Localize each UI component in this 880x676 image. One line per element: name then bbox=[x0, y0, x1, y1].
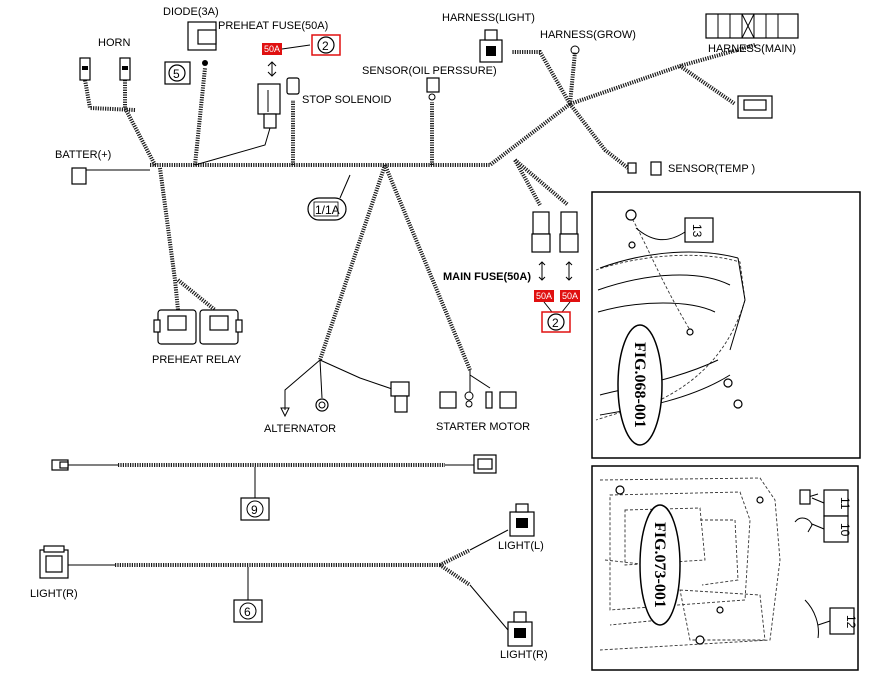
fig-073-label: FIG.073-001 bbox=[651, 522, 668, 608]
diode-callout-circle bbox=[168, 64, 186, 82]
main-harness-end-connector bbox=[737, 95, 773, 119]
sensor-oil-label: SENSOR(OIL PERSSURE) bbox=[362, 65, 497, 77]
svg-text:50A: 50A bbox=[562, 291, 578, 301]
harness-9 bbox=[51, 454, 497, 498]
main-fuse-label: MAIN FUSE(50A) bbox=[443, 271, 531, 283]
main-fuse-callout: 2 bbox=[552, 316, 559, 330]
inset-fig-073: 11 10 12 FIG.073-001 bbox=[591, 465, 859, 671]
harness-light-label: HARNESS(LIGHT) bbox=[442, 12, 535, 24]
main-harness-callout: 1/1A bbox=[307, 174, 351, 221]
inset-fig-068: 13 FIG.068-001 bbox=[591, 191, 861, 459]
sensor-temp-label: SENSOR(TEMP ) bbox=[668, 163, 755, 175]
preheat-fuse-callout: 2 bbox=[322, 39, 329, 53]
harness-main-connector bbox=[705, 13, 799, 39]
main-fuse-callout-box bbox=[541, 311, 571, 333]
battery-label: BATTER(+) bbox=[55, 149, 111, 161]
harness-6 bbox=[39, 529, 509, 631]
ref-10-callout: 10 bbox=[838, 523, 852, 537]
sensor-oil-connector bbox=[426, 77, 440, 93]
alternator-label: ALTERNATOR bbox=[264, 423, 336, 435]
horn-label: HORN bbox=[98, 37, 130, 49]
preheat-fuse-tag-text: 50A bbox=[264, 44, 280, 54]
alternator-terminals bbox=[280, 381, 410, 418]
preheat-fuse-callout-box bbox=[311, 34, 341, 56]
ref-11-callout: 11 bbox=[838, 497, 852, 510]
harness-grow-label: HARNESS(GROW) bbox=[540, 29, 636, 41]
svg-text:1/1A: 1/1A bbox=[315, 203, 340, 217]
fig-068-label: FIG.068-001 bbox=[631, 342, 648, 428]
main-fuse-tag-right bbox=[560, 290, 580, 302]
battery-connector bbox=[71, 167, 87, 185]
horn-connectors bbox=[79, 57, 131, 81]
light-r-bottom-connector bbox=[507, 611, 533, 647]
stop-solenoid-label: STOP SOLENOID bbox=[302, 94, 392, 106]
harness-light-connector bbox=[479, 29, 503, 63]
harness-grow-connector bbox=[570, 45, 580, 55]
main-fuse-holders bbox=[531, 211, 579, 253]
preheat-relay-left bbox=[153, 309, 197, 345]
starter-motor-terminals bbox=[439, 391, 517, 409]
ref-13-callout: 13 bbox=[690, 224, 704, 238]
ref-12-callout: 12 bbox=[844, 615, 858, 629]
svg-text:50A: 50A bbox=[536, 291, 552, 301]
light-l-connector bbox=[509, 503, 535, 537]
harness-main-label: HARNESS(MAIN) bbox=[708, 43, 796, 55]
preheat-fuse-label: PREHEAT FUSE(50A) bbox=[218, 20, 328, 32]
harness-9-callout: 9 bbox=[251, 503, 258, 517]
preheat-relay-label: PREHEAT RELAY bbox=[152, 354, 242, 366]
preheat-fuse-tag bbox=[262, 43, 282, 55]
preheat-fuse-holder bbox=[257, 83, 281, 129]
starter-motor-label: STARTER MOTOR bbox=[436, 421, 530, 433]
diode-connector bbox=[187, 21, 217, 66]
harness-6-callout-box bbox=[233, 599, 263, 623]
diode-label: DIODE(3A) bbox=[163, 6, 219, 18]
light-r-bottom-label: LIGHT(R) bbox=[500, 649, 548, 661]
diode-callout: 5 bbox=[173, 67, 180, 81]
main-fuse-tag-left bbox=[534, 290, 554, 302]
preheat-relay-right bbox=[199, 309, 243, 345]
harness-6-callout: 6 bbox=[244, 605, 251, 619]
harness-9-callout-box bbox=[240, 497, 270, 521]
light-l-label: LIGHT(L) bbox=[498, 540, 544, 552]
sensor-temp-connector bbox=[650, 161, 662, 176]
main-harness bbox=[83, 43, 756, 410]
light-r-left-label: LIGHT(R) bbox=[30, 588, 78, 600]
stop-solenoid-connector bbox=[286, 77, 300, 95]
